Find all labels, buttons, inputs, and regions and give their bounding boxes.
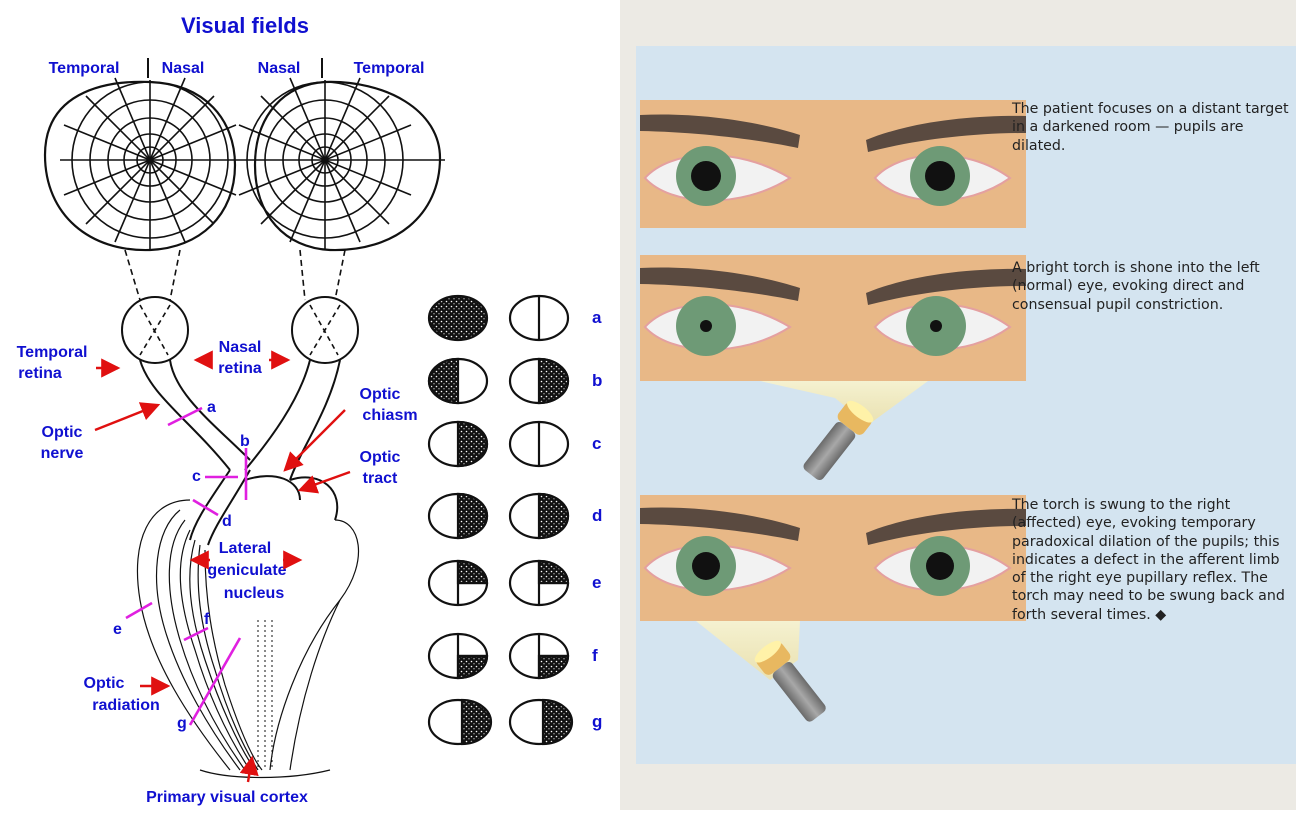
svg-text:d: d (592, 506, 602, 525)
svg-text:b: b (240, 433, 250, 450)
label-optic-nerve-1: Optic (42, 424, 83, 441)
lesion-a (167, 406, 203, 427)
svg-text:f: f (592, 646, 598, 665)
label-primary-visual-cortex: Primary visual cortex (146, 789, 308, 806)
header-temporal-right: Temporal (354, 60, 425, 77)
header-nasal-left: Nasal (162, 60, 205, 77)
label-optic-chiasm-2: chiasm (362, 407, 417, 424)
label-optic-radiation-2: radiation (92, 697, 160, 714)
defect-g-right (541, 698, 574, 746)
defect-d-right (537, 492, 570, 540)
projection-lines (124, 249, 346, 301)
svg-text:a: a (207, 399, 216, 416)
label-temporal-retina-1: Temporal (17, 344, 88, 361)
field-defect-letters: a b c d e f g (592, 308, 602, 731)
field-defect-column (427, 294, 574, 746)
cortex-stipple (257, 620, 273, 770)
label-optic-radiation-1: Optic (84, 675, 125, 692)
svg-text:f: f (204, 611, 210, 628)
label-nasal-retina-1: Nasal (219, 339, 262, 356)
defect-e-right (537, 559, 570, 585)
defect-f-right (537, 654, 570, 680)
label-optic-nerve-2: nerve (41, 445, 84, 462)
right-visual-field-chart (238, 77, 445, 252)
lesion-g (188, 637, 242, 726)
label-lgn-1: Lateral (219, 540, 271, 557)
lesion-e (125, 601, 153, 620)
lesion-f (183, 626, 209, 642)
left-visual-field-chart (43, 77, 240, 252)
lesion-letters: a b c d e f g (113, 399, 250, 732)
ray-paths (139, 304, 341, 356)
label-nasal-retina-2: retina (218, 360, 262, 377)
defect-a-left (427, 294, 489, 342)
defect-b-right (537, 357, 570, 405)
label-lgn-3: nucleus (224, 585, 285, 602)
red-arrows (94, 350, 351, 783)
visual-pathway-diagram: Visual fields Temporal Nasal Nasal Tempo… (0, 0, 620, 810)
svg-text:g: g (592, 712, 602, 731)
header-nasal-right: Nasal (258, 60, 301, 77)
label-optic-tract-1: Optic (360, 449, 401, 466)
svg-text:d: d (222, 513, 232, 530)
svg-text:b: b (592, 371, 602, 390)
visual-pathway-svg: Visual fields Temporal Nasal Nasal Tempo… (17, 13, 603, 806)
step-2-caption: A bright torch is shone into the left (n… (1012, 260, 1260, 313)
svg-text:e: e (592, 573, 601, 592)
label-optic-chiasm-1: Optic (360, 386, 401, 403)
pathway-labels: Temporal retina Nasal retina Optic nerve… (17, 339, 418, 806)
lesion-marks (125, 406, 248, 726)
svg-text:c: c (592, 434, 601, 453)
optic-pathways (139, 359, 341, 546)
svg-text:c: c (192, 468, 201, 485)
svg-text:a: a (592, 308, 602, 327)
svg-text:g: g (177, 715, 187, 732)
label-optic-tract-2: tract (363, 470, 398, 487)
header-temporal-left: Temporal (49, 60, 120, 77)
label-temporal-retina-2: retina (18, 365, 62, 382)
optic-radiation (136, 499, 360, 779)
label-lgn-2: geniculate (207, 562, 286, 579)
lesion-d (192, 498, 219, 517)
step-1-caption: The patient focuses on a distant target … (1012, 101, 1289, 154)
diagram-title: Visual fields (181, 13, 309, 38)
step-3-caption: The torch is swung to the right (affecte… (1012, 497, 1285, 623)
svg-text:e: e (113, 621, 122, 638)
